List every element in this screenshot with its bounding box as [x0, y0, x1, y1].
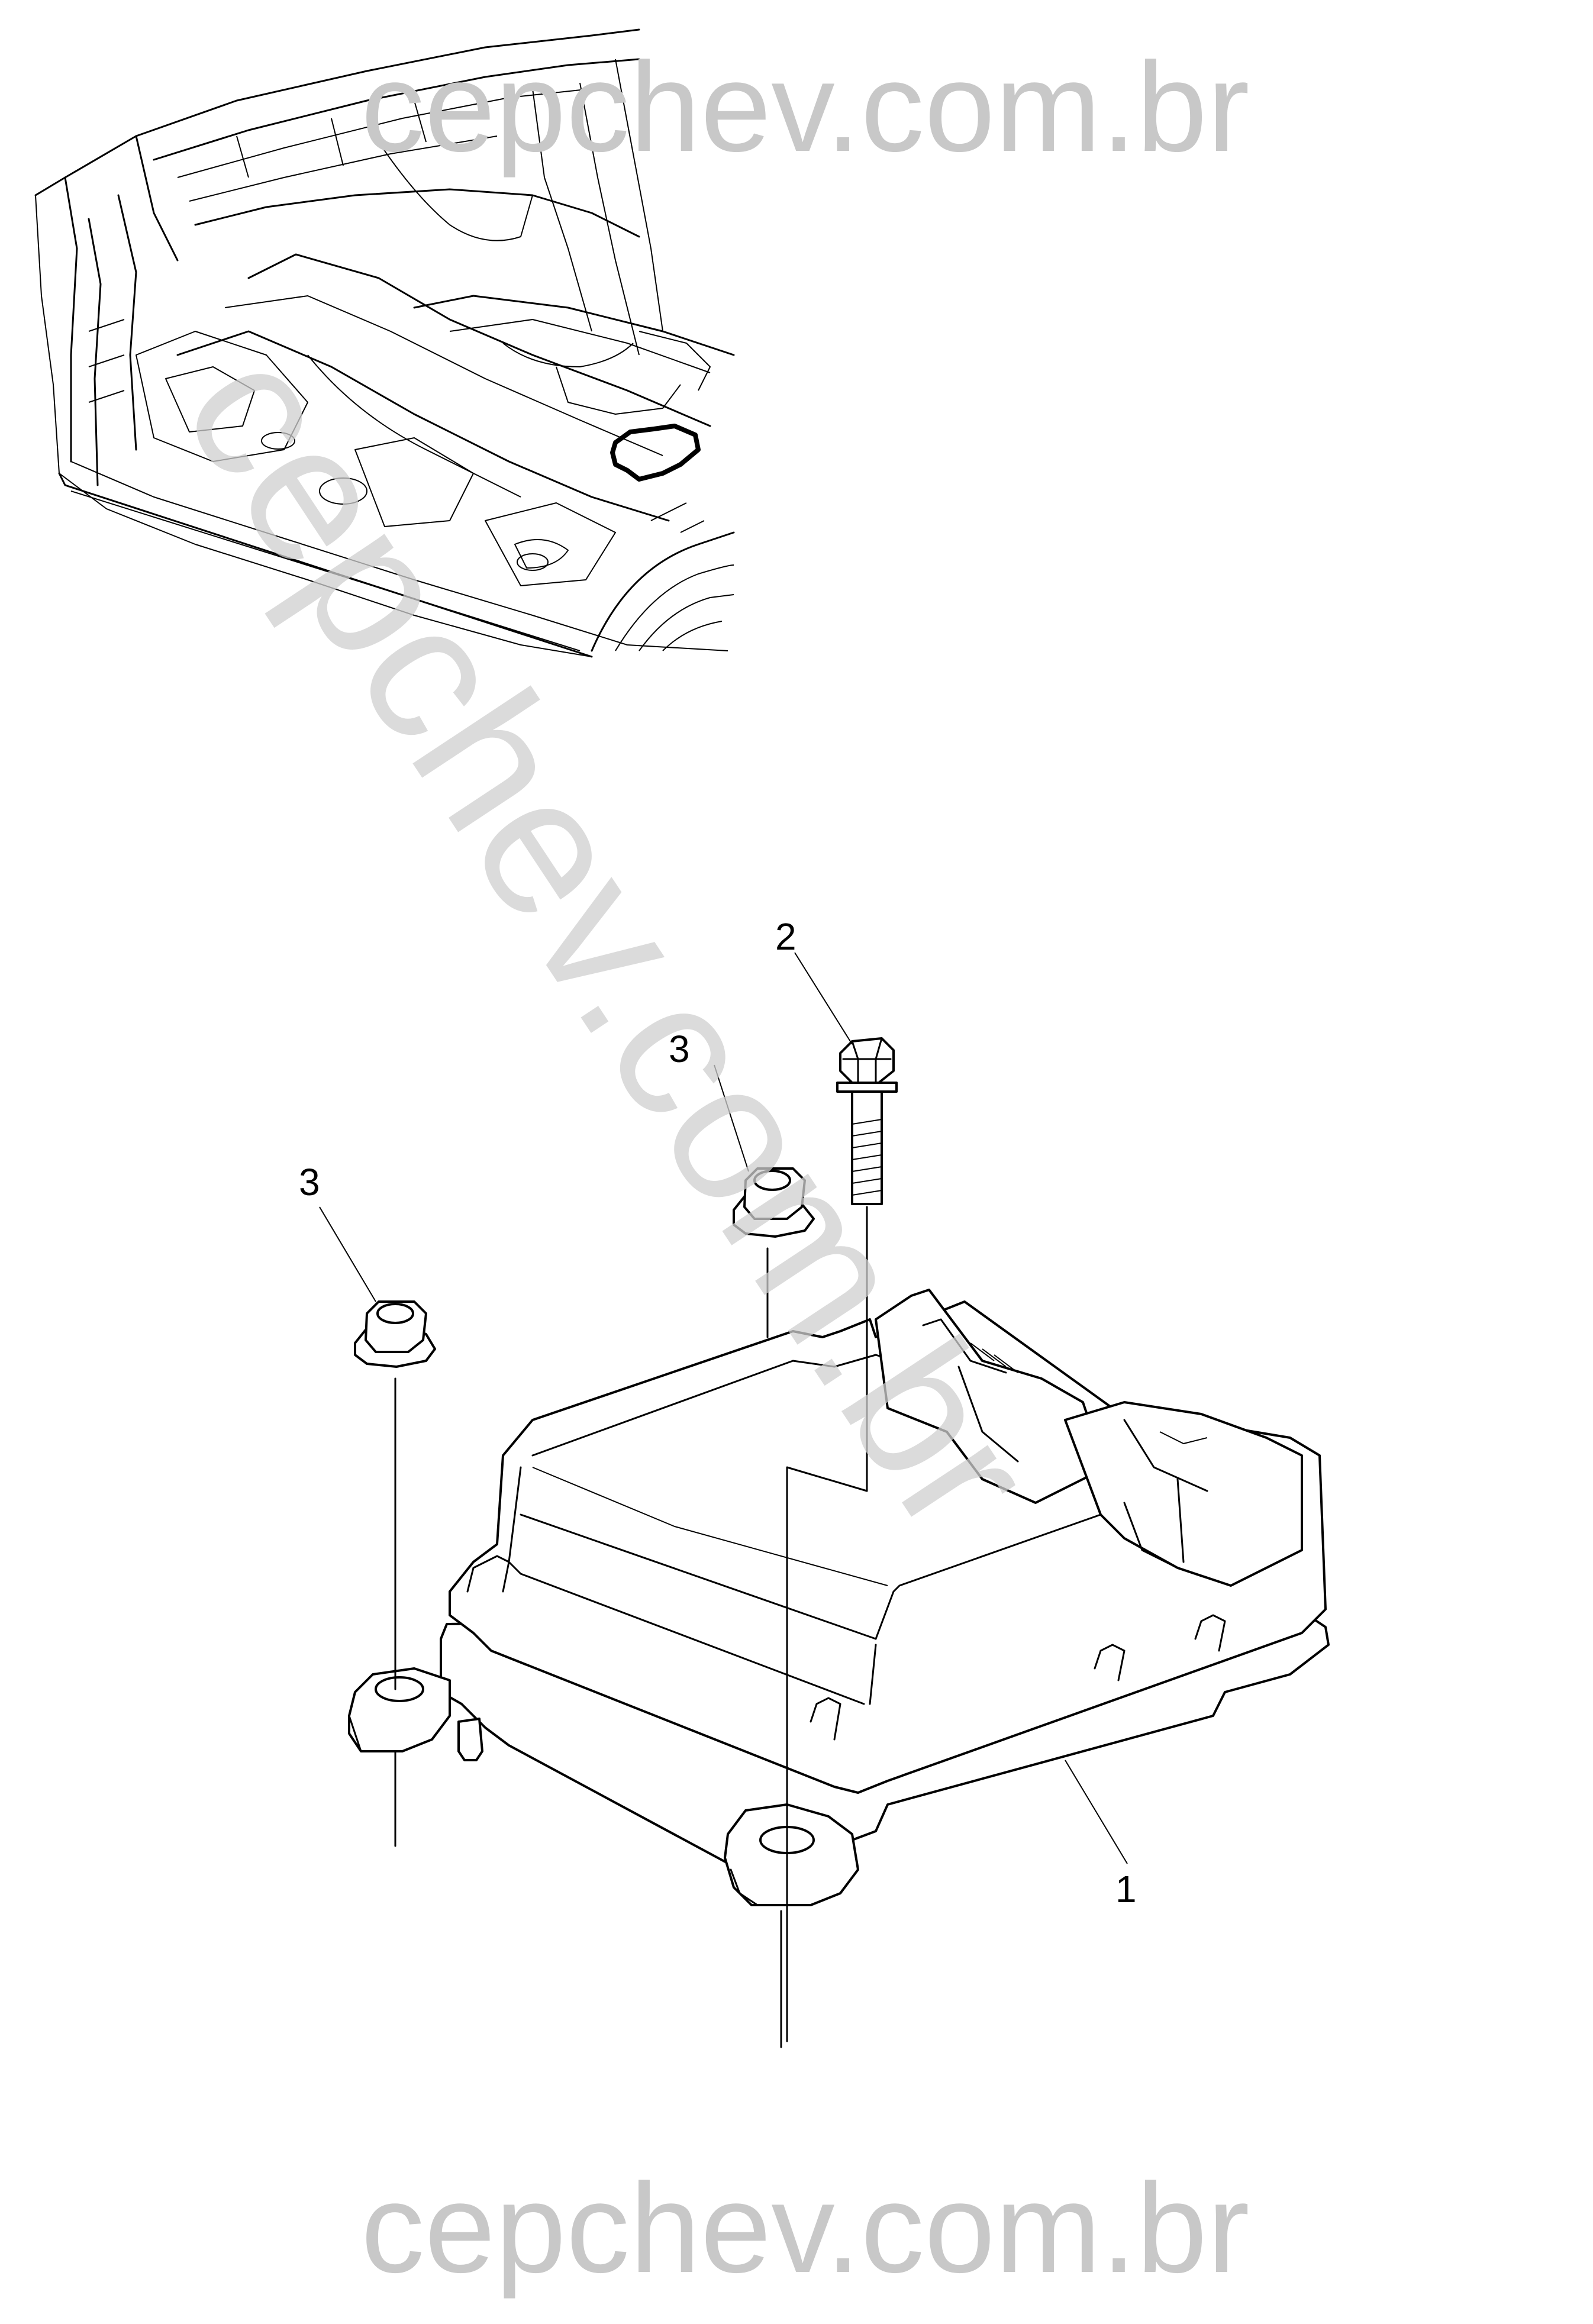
module-location-outline: [610, 424, 701, 482]
nut-left: [319, 1206, 436, 1847]
vehicle-floor-locator-view: [34, 28, 735, 658]
callout-nut-left: 3: [299, 1161, 320, 1203]
watermark-top: cepchev.com.br: [361, 35, 1250, 178]
watermark-bottom: cepchev.com.br: [361, 2157, 1250, 2299]
watermark-diagonal: cepchev.com.br: [142, 311, 1078, 1569]
callout-bolt: 2: [775, 915, 796, 958]
exploded-view: [319, 952, 1330, 2048]
mounting-bolt: [786, 952, 898, 2042]
callout-nut-upper: 3: [669, 1028, 690, 1070]
airbag-control-module: [348, 1289, 1330, 1906]
nut-upper: [714, 1064, 815, 1338]
callout-module: 1: [1115, 1868, 1137, 1910]
